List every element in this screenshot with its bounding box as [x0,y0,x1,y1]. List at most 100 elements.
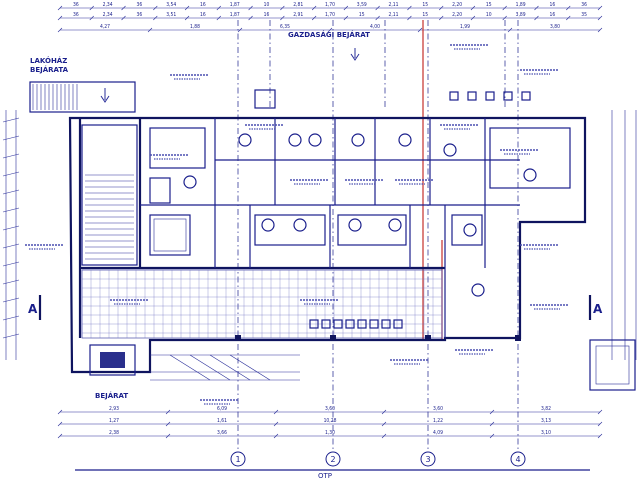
dimension-tick [597,409,603,415]
top-dimension-value: 2,34 [103,2,113,8]
top-dimension-value: 1,87 [230,2,240,8]
dimension-tick [311,5,317,11]
top-dimension-value: 1,89 [516,2,526,8]
axis-marker-label: 4 [515,455,520,464]
bottom-dimension-value: 6,09 [217,406,227,412]
axis-markers: 1 2 3 4 [230,451,526,467]
dimension-tick [147,27,153,33]
top-dimension-value: 36 [137,2,143,8]
dimension-tick [2,279,20,285]
sanitary-fixture [238,133,252,147]
dimension-tick [343,15,349,21]
dimension-tick [470,5,476,11]
dimension-tick [57,409,63,415]
dimension-tick [248,15,253,21]
dimension-tick [438,5,444,11]
top-dimension-value: 15 [486,2,492,8]
dimension-tick [153,15,158,21]
dimension-tick [273,421,279,427]
top-dimension-value: 3,89 [516,12,526,18]
axis-marker-label: 2 [330,455,335,464]
dimension-tick [280,5,285,11]
dimension-tick [273,409,279,415]
axis-marker-label: 3 [425,455,430,464]
left-dimension-lines [2,110,20,360]
dimension-tick [597,15,603,21]
top-dimension-value: 2,34 [103,12,113,18]
sanitary-fixture [351,133,365,147]
dimension-tick [438,15,444,21]
dimension-tick [273,433,279,439]
dimension-tick [2,243,20,249]
section-marker-right: A [588,295,603,320]
dimension-tick [407,5,412,11]
axis-marker-1: 1 [230,451,246,467]
sanitary-fixture [308,133,322,147]
chair [449,91,459,101]
top-dimension-value: 3,51 [166,12,176,18]
dimension-tick [2,189,20,195]
dimension-tick [2,225,20,231]
dimension-tick [237,27,243,33]
top-dimension-value: 15 [359,12,365,18]
dimension-tick [2,261,20,267]
dimension-tick [216,15,222,21]
tiled-hall [81,269,443,339]
bottom-dimension-value: 3,82 [541,406,551,412]
top-dimension-value: 1,87 [230,12,240,18]
sanitary-fixture [183,175,197,189]
sanitary-fixture [463,223,477,237]
bottom-dimension-value: 1,61 [217,418,227,424]
top-dimension-value: 2,91 [293,12,303,18]
dimension-tick [502,5,507,11]
dimension-tick [566,5,571,11]
dimension-tick [470,15,476,21]
axis-lines [237,20,519,455]
top-dimension-value: 6,35 [280,24,290,30]
dimension-tick [2,333,20,339]
chair [357,319,367,329]
bottom-dimension-value: 3,13 [541,418,551,424]
top-dimension-value: 3,59 [357,2,367,8]
dimension-tick [597,421,603,427]
dimension-tick [153,5,158,11]
dimension-tick [89,5,94,11]
top-dimension-value: 16 [550,12,556,18]
dimension-tick [375,5,380,11]
top-dimension-value: 2,11 [388,12,398,18]
chair [345,319,355,329]
sanitary-fixture [398,133,412,147]
dimension-tick [2,207,20,213]
top-dimension-value: 15 [422,2,428,8]
top-dimension-value: 35 [581,12,587,18]
dimension-tick [216,5,222,11]
dimension-tick [89,15,94,21]
room-annotations [25,44,568,405]
sanitary-fixture [388,218,402,232]
dimension-tick [507,27,513,33]
top-dimension-value: 36 [73,12,79,18]
bottom-note: OTP [318,472,332,480]
svg-text:A: A [593,302,603,316]
dimension-tick [248,5,253,11]
right-annex [589,339,636,391]
top-dimension-value: 2,81 [293,2,303,8]
dimension-tick [489,409,495,415]
dimension-tick [381,421,387,427]
top-dimension-value: 2,20 [452,2,462,8]
dimension-tick [534,5,539,11]
axis-marker-label: 1 [235,455,240,464]
sanitary-fixture [348,218,362,232]
chair [503,91,513,101]
dimension-tick [2,297,20,303]
sanitary-fixture [288,133,302,147]
chair [485,91,495,101]
dimension-tick [165,421,171,427]
lakohaz-label: LAKÓHÁZ [30,56,67,65]
top-dimension-value: 16 [264,12,270,18]
dimension-tick [407,15,412,21]
chair [369,319,379,329]
outside-stair [29,81,136,113]
bottom-dimension-value: 3,60 [325,406,335,412]
